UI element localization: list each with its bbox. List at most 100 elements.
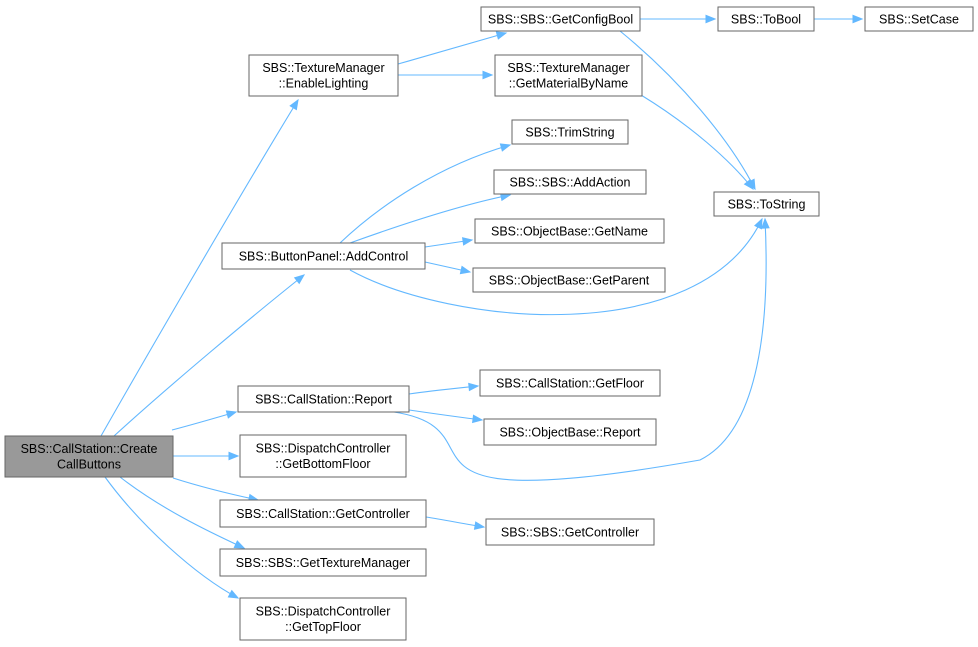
edge-add-control-to-to-string	[349, 217, 763, 316]
edge-line	[100, 99, 299, 437]
node-box	[237, 385, 410, 413]
edge-arrowhead	[227, 589, 240, 599]
node-label: SBS::DispatchController	[256, 605, 391, 619]
edge-line	[171, 411, 237, 431]
node-box	[221, 242, 426, 270]
node-box	[480, 6, 641, 32]
edge-arrowhead	[459, 265, 472, 275]
edge-arrowhead	[761, 217, 770, 229]
nodes-layer: SBS::CallStation::CreateCallButtonsSBS::…	[4, 6, 974, 641]
edge-arrowhead	[499, 143, 512, 152]
edge-get-controller-to-sbs-get-controller	[425, 516, 486, 530]
edge-arrowhead	[482, 70, 494, 80]
node-get-config-bool[interactable]: SBS::SBS::GetConfigBool	[480, 6, 641, 32]
node-label: SBS::ToBool	[731, 12, 801, 26]
node-label: SBS::CallStation::GetController	[236, 507, 410, 521]
edge-root-to-get-controller	[172, 477, 260, 503]
edge-arrowhead	[468, 382, 480, 392]
node-box	[494, 54, 643, 97]
edge-arrowhead	[852, 14, 864, 24]
edge-add-control-to-trim-string	[339, 143, 512, 244]
edge-get-config-bool-to-to-bool	[640, 14, 717, 24]
node-enable-lighting[interactable]: SBS::TextureManager::EnableLighting	[248, 54, 399, 97]
node-box	[717, 6, 815, 32]
node-label: ::GetMaterialByName	[509, 77, 629, 91]
node-label: SBS::SetCase	[879, 12, 959, 26]
node-label: SBS::SBS::GetConfigBool	[488, 12, 633, 26]
edge-line	[349, 218, 763, 316]
edge-arrowhead	[705, 14, 717, 24]
node-box	[864, 6, 974, 32]
node-get-parent[interactable]: SBS::ObjectBase::GetParent	[472, 267, 666, 293]
node-label: SBS::ObjectBase::GetName	[491, 224, 648, 238]
edge-line	[172, 477, 259, 501]
node-label: SBS::TrimString	[525, 125, 614, 139]
node-box	[493, 169, 647, 195]
edge-arrowhead	[495, 31, 508, 40]
edge-get-material-by-name-to-to-string	[640, 94, 754, 191]
edge-add-control-to-get-parent	[424, 261, 472, 275]
node-set-case[interactable]: SBS::SetCase	[864, 6, 974, 32]
edge-arrowhead	[473, 521, 486, 530]
node-box	[474, 218, 665, 244]
edge-line	[619, 30, 756, 190]
node-label: ::GetBottomFloor	[275, 457, 370, 471]
edge-arrowhead	[233, 540, 246, 549]
edge-report-to-to-string	[393, 217, 770, 481]
edge-line	[349, 194, 511, 244]
node-add-control[interactable]: SBS::ButtonPanel::AddControl	[221, 242, 426, 270]
edge-to-bool-to-set-case	[814, 14, 864, 24]
node-get-name[interactable]: SBS::ObjectBase::GetName	[474, 218, 665, 244]
edge-add-control-to-get-name	[424, 237, 474, 248]
edge-enable-lighting-to-get-config-bool	[397, 31, 508, 65]
node-label: SBS::ButtonPanel::AddControl	[239, 249, 409, 263]
node-get-floor[interactable]: SBS::CallStation::GetFloor	[479, 369, 661, 397]
node-box	[483, 418, 657, 446]
edge-arrowhead	[472, 414, 484, 424]
edge-arrowhead	[754, 217, 763, 230]
node-label: ::EnableLighting	[279, 77, 369, 91]
node-box	[239, 434, 407, 478]
node-box	[219, 548, 427, 577]
node-label: SBS::ObjectBase::Report	[499, 425, 641, 439]
node-box	[239, 597, 407, 641]
edge-report-to-objectbase-report	[408, 409, 484, 424]
node-get-controller[interactable]: SBS::CallStation::GetController	[219, 499, 427, 528]
edge-line	[393, 218, 767, 481]
node-box	[4, 435, 174, 478]
node-get-material-by-name[interactable]: SBS::TextureManager::GetMaterialByName	[494, 54, 643, 97]
edge-line	[339, 144, 511, 244]
edge-enable-lighting-to-get-material-by-name	[398, 70, 494, 80]
node-get-texture-manager[interactable]: SBS::SBS::GetTextureManager	[219, 548, 427, 577]
node-label: SBS::ToString	[728, 197, 806, 211]
node-add-action[interactable]: SBS::SBS::AddAction	[493, 169, 647, 195]
edge-root-to-get-bottom-floor	[173, 451, 240, 461]
edge-arrowhead	[743, 178, 754, 191]
edge-root-to-report	[171, 410, 238, 431]
edge-line	[408, 385, 479, 395]
node-objectbase-report[interactable]: SBS::ObjectBase::Report	[483, 418, 657, 446]
node-label: CallButtons	[57, 458, 121, 472]
node-to-string[interactable]: SBS::ToString	[713, 191, 820, 217]
node-box	[472, 267, 666, 293]
edge-arrowhead	[462, 237, 474, 246]
node-to-bool[interactable]: SBS::ToBool	[717, 6, 815, 32]
edge-root-to-get-top-floor	[104, 476, 240, 599]
node-label: SBS::CallStation::Report	[255, 392, 392, 406]
node-report[interactable]: SBS::CallStation::Report	[237, 385, 410, 413]
node-sbs-get-controller[interactable]: SBS::SBS::GetController	[485, 518, 655, 546]
node-get-bottom-floor[interactable]: SBS::DispatchController::GetBottomFloor	[239, 434, 407, 478]
node-box	[248, 54, 399, 97]
node-trim-string[interactable]: SBS::TrimString	[511, 119, 629, 145]
node-label: SBS::SBS::AddAction	[510, 175, 631, 189]
node-box	[713, 191, 820, 217]
edge-arrowhead	[228, 451, 240, 461]
edge-arrowhead	[225, 410, 238, 419]
node-label: SBS::CallStation::Create	[21, 442, 158, 456]
edge-arrowhead	[289, 98, 299, 111]
node-get-top-floor[interactable]: SBS::DispatchController::GetTopFloor	[239, 597, 407, 641]
node-label: SBS::CallStation::GetFloor	[496, 376, 644, 390]
node-label: ::GetTopFloor	[285, 620, 361, 634]
